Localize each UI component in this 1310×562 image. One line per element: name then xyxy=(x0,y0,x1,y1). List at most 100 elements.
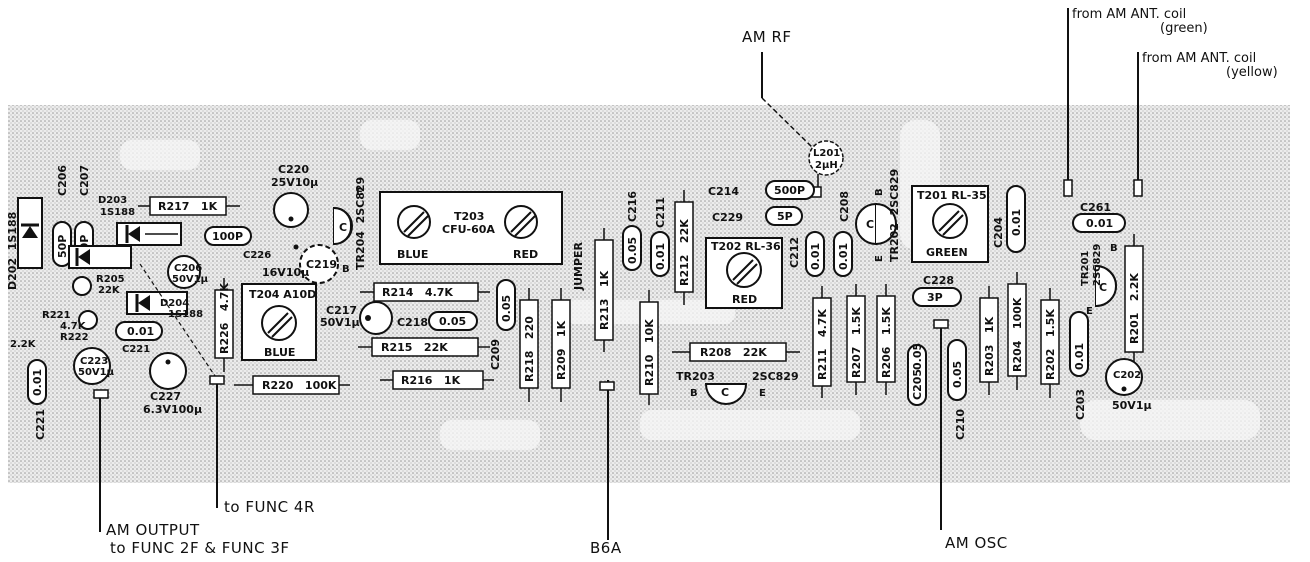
cap-polarity-dots xyxy=(165,216,1127,392)
r204-label: R204 100K xyxy=(1011,297,1024,372)
transistor-tr202 xyxy=(855,202,897,246)
resistor-r210 xyxy=(639,290,659,405)
transformer-t204 xyxy=(241,283,317,361)
leader-lines xyxy=(99,8,1139,540)
resistor-r203 xyxy=(979,286,999,395)
c221b-label: C221 xyxy=(34,409,47,440)
resistor-r217 xyxy=(138,196,240,216)
t204-name: T204 A10D xyxy=(249,288,316,301)
c221-value: 0.01 xyxy=(127,325,154,338)
c208-label: C208 xyxy=(838,191,851,222)
r205-value: 22K xyxy=(98,285,121,296)
tr201-e: E xyxy=(1086,306,1093,317)
c205-label: C205 xyxy=(911,369,924,400)
coil-l201-ref: L201 xyxy=(813,148,840,159)
tr202-label: TR202 2SC829 xyxy=(888,169,901,262)
r214-label: R214 4.7K xyxy=(382,286,453,299)
tr203-c: C xyxy=(721,386,729,399)
tr203-e: E xyxy=(759,388,766,399)
r226-label: R226 4.7K xyxy=(218,283,231,354)
round-resistor-pads xyxy=(72,276,98,330)
c229-value: 5P xyxy=(777,210,793,223)
r207-label: R207 1.5K xyxy=(850,307,863,378)
c211-label: C211 xyxy=(654,197,667,228)
c218-value: 0.05 xyxy=(439,315,466,328)
c206e-value: 50V1μ xyxy=(172,274,209,285)
d203-label: D203 xyxy=(98,195,127,206)
r213-label: R213 1K xyxy=(598,270,611,330)
tr204-b: B xyxy=(342,264,350,275)
diode-d205-area xyxy=(68,245,132,269)
resistor-r201 xyxy=(1124,234,1144,365)
c202-label: C202 xyxy=(1113,370,1141,381)
c209-value: 0.05 xyxy=(500,295,513,322)
jumper-label: JUMPER xyxy=(572,241,585,291)
ant-green-note: (green) xyxy=(1160,21,1208,36)
c204-label: C204 xyxy=(992,217,1005,248)
c229-label: C229 xyxy=(712,211,743,224)
tr201-b: B xyxy=(1110,243,1118,254)
r218-label: R218 220 xyxy=(523,316,536,382)
r203-label: R203 1K xyxy=(983,316,996,376)
diode-d204 xyxy=(126,291,188,315)
t202-name: T202 RL-36 xyxy=(711,240,781,253)
r210-label: R210 10K xyxy=(643,319,656,386)
resistor-r218 xyxy=(519,288,539,402)
electrolytic-caps xyxy=(73,192,1143,396)
c204-value: 0.01 xyxy=(1010,209,1023,236)
c207-label: C207 xyxy=(78,165,91,196)
r205-label: R205 xyxy=(96,274,125,285)
c223-label: C223 xyxy=(80,356,108,367)
b6a-label: B6A xyxy=(590,539,622,557)
transistor-tr201 xyxy=(1095,264,1117,308)
tr203-value: 2SC829 xyxy=(752,370,799,383)
t201-name: T201 RL-35 xyxy=(917,189,987,202)
r221-value: 4.7K xyxy=(60,321,87,332)
diode-d202 xyxy=(17,197,43,269)
t203-name: T203 xyxy=(454,210,484,223)
am-output-label: AM OUTPUT xyxy=(106,521,200,539)
tr202-e: E xyxy=(874,255,885,262)
c218-label: C218 xyxy=(397,316,428,329)
c217-label: C217 xyxy=(326,304,357,317)
am-rf-label: AM RF xyxy=(742,28,792,46)
cap-pills xyxy=(27,180,1126,406)
c228-label: C228 xyxy=(923,274,954,287)
c220-label: C220 xyxy=(278,163,309,176)
c203-label: C203 xyxy=(1074,389,1087,420)
resistor-r216 xyxy=(380,370,494,390)
tr201-label: TR201 xyxy=(1080,251,1091,286)
ant-post-green xyxy=(1063,179,1073,197)
t203-right-color: RED xyxy=(513,248,538,261)
resistor-r207 xyxy=(846,284,866,395)
resistor-r204 xyxy=(1007,272,1027,390)
r201-label: R201 2.2K xyxy=(1128,273,1141,344)
am-osc-label: AM OSC xyxy=(945,534,1008,552)
c210-label: C210 xyxy=(954,409,967,440)
r209-label: R209 1K xyxy=(555,320,568,380)
resistor-r226 xyxy=(214,278,234,372)
c216-label: C216 xyxy=(626,191,639,222)
resistor-r206 xyxy=(876,284,896,395)
c206-label: C206 xyxy=(56,165,69,196)
c211-value: 0.01 xyxy=(654,243,667,270)
resistor-r220 xyxy=(234,375,350,395)
tr203-b: B xyxy=(690,388,698,399)
resistor-r213 xyxy=(594,228,614,352)
d204-value: 1S188 xyxy=(168,309,203,320)
r220-label: R220 100K xyxy=(262,379,337,392)
t203-type: CFU-60A xyxy=(442,223,495,236)
resistor-r215 xyxy=(358,337,490,357)
c206-value: 50P xyxy=(56,235,69,258)
tr204-c: C xyxy=(339,221,347,234)
resistor-r208 xyxy=(672,342,800,362)
c261-label: C261 xyxy=(1080,201,1111,214)
c223-value: 50V1μ xyxy=(78,367,115,378)
func4r-label: to FUNC 4R xyxy=(224,498,315,516)
resistor-r209 xyxy=(551,288,571,402)
c219-label: C219 xyxy=(306,258,337,271)
tr204-e: E xyxy=(356,187,363,198)
transistor-tr203 xyxy=(704,383,748,405)
